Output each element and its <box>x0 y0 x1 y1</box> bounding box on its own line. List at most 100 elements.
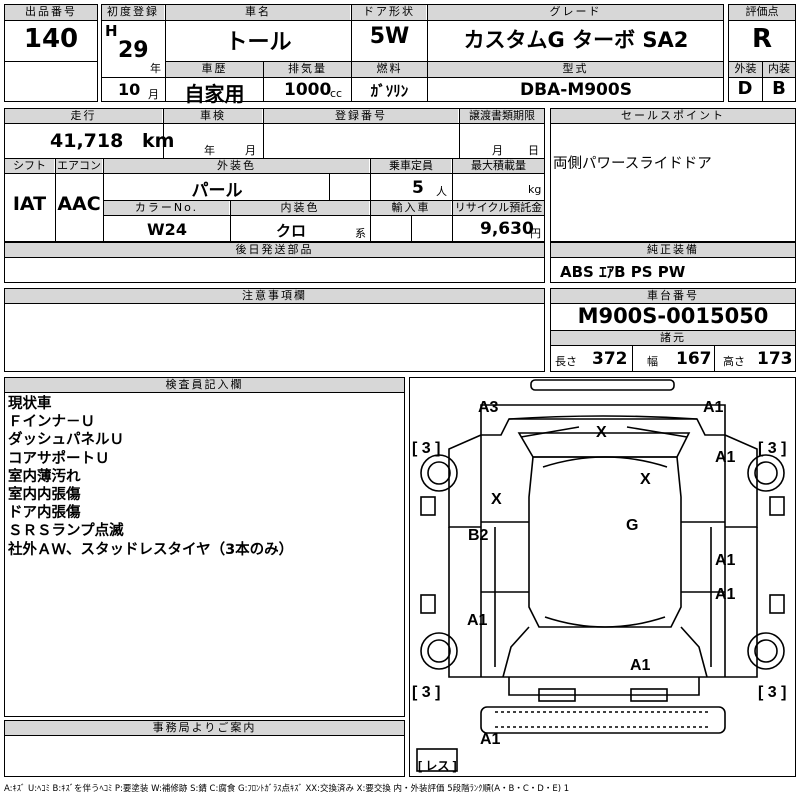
mileage-unit: km <box>142 130 175 152</box>
chassis-number: M900S-0015050 <box>577 304 769 328</box>
inspector-notes-list: 現状車 Ｆインナ－Ｕ ダッシュパネルＵ コアサポートＵ 室内薄汚れ 室内内張傷 … <box>8 395 403 559</box>
caution-cell <box>4 288 545 372</box>
lot-number-header: 出品番号 <box>5 5 97 20</box>
vehicle-history: 自家用 <box>184 82 245 106</box>
car-outline-diagram <box>416 379 785 772</box>
capacity-unit: 人 <box>436 185 447 198</box>
note-line: 室内内張傷 <box>8 487 81 504</box>
model-code-header: 型式 <box>428 62 723 77</box>
later-parts-header: 後日発送部品 <box>5 243 544 257</box>
damage-a1-fender-right: A1 <box>715 449 736 466</box>
int-color: クロ <box>275 222 306 240</box>
score-header: 評価点 <box>729 5 795 20</box>
grade-header: グレード <box>428 5 723 20</box>
damage-a3-front-left: A3 <box>478 399 499 416</box>
int-color-suffix: 系 <box>355 227 366 240</box>
color-no-header: カラーNo. <box>104 201 229 215</box>
lot-number: 140 <box>23 24 79 54</box>
history-header: 車歴 <box>166 62 263 77</box>
damage-a1-rear-door-right: A1 <box>715 586 736 603</box>
interior-header: 内装 <box>763 62 795 77</box>
model-code: DBA-M900S <box>520 80 632 100</box>
era-prefix: H <box>105 22 118 40</box>
inspection-month-unit: 月 <box>245 144 256 157</box>
recycle-unit: 円 <box>530 227 541 240</box>
capacity-header: 乗車定員 <box>371 159 451 173</box>
exterior-score: D <box>737 78 753 99</box>
note-line: 現状車 <box>8 396 52 412</box>
genuine-equipment-header: 純正装備 <box>551 243 795 257</box>
car-name: トール <box>225 30 292 55</box>
displacement: 1000 <box>284 80 332 100</box>
damage-x-door-left: X <box>491 491 502 508</box>
year-unit: 年 <box>150 62 161 75</box>
interior-score: B <box>772 78 786 99</box>
length-label: 長さ <box>555 355 577 368</box>
note-line: 社外ＡＷ、スタッドレスタイヤ（3本のみ） <box>8 541 294 558</box>
aircon-header: エアコン <box>56 159 102 173</box>
spare-tire: [ レス ] <box>418 759 457 773</box>
transfer-header: 譲渡書類期限 <box>460 109 544 123</box>
aircon: AAC <box>57 193 101 215</box>
detail-grid <box>4 108 545 242</box>
width-label: 幅 <box>647 355 658 368</box>
damage-diagram <box>409 377 796 777</box>
damage-a1-bumper: A1 <box>480 731 501 748</box>
grade: カスタムG ターボ SA2 <box>463 28 689 52</box>
damage-a1-door-right: A1 <box>715 552 736 569</box>
max-load-unit: kg <box>528 183 542 196</box>
damage-x-roof: X <box>640 471 651 488</box>
damage-a1-rear-left: A1 <box>467 612 488 629</box>
sales-point-cell <box>550 108 796 242</box>
ext-color-header: 外装色 <box>104 159 369 173</box>
vehicle-info-grid <box>101 4 724 102</box>
recycle-fee: 9,630 <box>480 219 534 239</box>
fuel-header: 燃料 <box>352 62 427 77</box>
door-type: 5W <box>369 24 410 49</box>
displacement-unit: cc <box>330 87 343 100</box>
tire-front-left: [ 3 ] <box>412 440 441 457</box>
later-parts-cell <box>4 242 545 283</box>
damage-a1-front-right: A1 <box>703 399 724 416</box>
tire-rear-right: [ 3 ] <box>758 684 787 701</box>
height-value: 173 <box>757 349 793 369</box>
specs-header: 諸元 <box>551 331 795 345</box>
first-reg-month: 10 <box>118 80 141 99</box>
capacity: 5 <box>412 178 424 198</box>
door-header: ドア形状 <box>352 5 426 20</box>
ext-color: パール <box>191 181 243 201</box>
shift-header: シフト <box>5 159 54 173</box>
sales-point: 両側パワースライドドア <box>553 156 712 172</box>
transfer-month-unit: 月 <box>492 144 503 157</box>
fuel-type: ｶﾞｿﾘﾝ <box>370 82 409 100</box>
width-value: 167 <box>676 349 712 369</box>
import-header: 輸入車 <box>371 201 451 215</box>
damage-g-roof: G <box>626 517 639 534</box>
damage-a1-rear-glass: A1 <box>630 657 651 674</box>
car-name-header: 車名 <box>166 5 350 20</box>
caution-header: 注意事項欄 <box>5 289 544 303</box>
exterior-header: 外装 <box>729 62 762 77</box>
office-notice-header: 事務局よりご案内 <box>5 721 404 735</box>
registration-header: 登録番号 <box>264 109 458 123</box>
damage-b2-door-left: B2 <box>468 527 489 544</box>
max-load-header: 最大積載量 <box>453 159 544 173</box>
sales-point-header: セールスポイント <box>551 109 795 123</box>
inspector-notes-cell <box>4 377 405 717</box>
overall-score: R <box>751 24 773 54</box>
first-reg-year: 29 <box>118 38 149 63</box>
color-no: W24 <box>147 220 187 239</box>
note-line: 室内薄汚れ <box>8 468 81 485</box>
note-line: ドア内張傷 <box>8 505 81 522</box>
month-unit: 月 <box>148 88 159 101</box>
mileage-header: 走行 <box>5 109 162 123</box>
tire-rear-left: [ 3 ] <box>412 684 441 701</box>
genuine-equipment: ABS ｴｱB PS PW <box>560 263 686 281</box>
int-color-header: 内装色 <box>231 201 369 215</box>
first-reg-header: 初度登録 <box>102 5 164 20</box>
chassis-header: 車台番号 <box>551 289 795 303</box>
genuine-equipment-cell <box>550 242 796 283</box>
note-line: コアサポートＵ <box>8 450 110 467</box>
height-label: 高さ <box>723 355 745 368</box>
displacement-header: 排気量 <box>264 62 351 77</box>
